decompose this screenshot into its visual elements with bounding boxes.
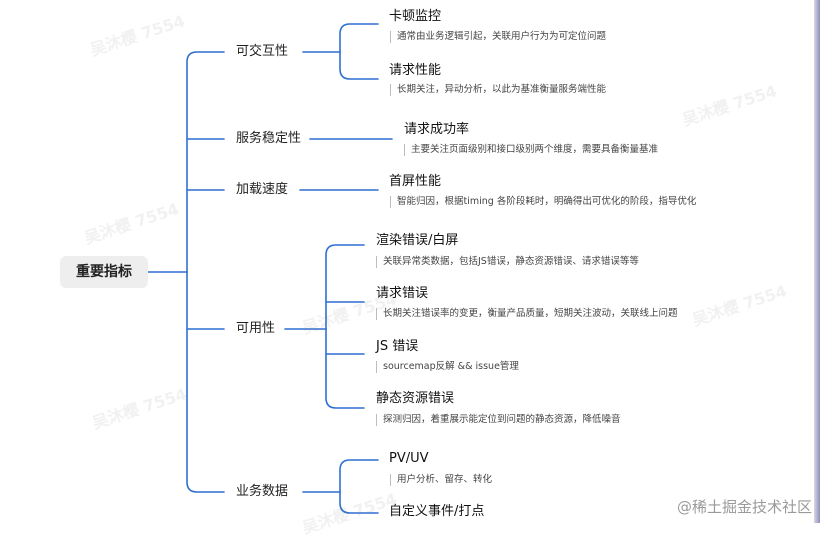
leaf-pv-uv[interactable]: PV/UV (389, 451, 429, 466)
category-load-speed[interactable]: 加载速度 (236, 182, 289, 197)
source-credit: @稀土掘金技术社区 (676, 498, 812, 516)
category-availability[interactable]: 可用性 (236, 321, 276, 336)
category-stability[interactable]: 服务稳定性 (236, 131, 302, 146)
root-node[interactable]: 重要指标 (60, 256, 148, 288)
leaf-js-error[interactable]: JS 错误 (376, 339, 419, 354)
leaf-custom-events[interactable]: 自定义事件/打点 (389, 504, 485, 519)
window-edge (814, 0, 820, 523)
leaf-note: 关联异常类数据，包括JS错误，静态资源错误、请求错误等等 (376, 256, 639, 268)
category-business-data[interactable]: 业务数据 (236, 484, 289, 499)
leaf-note: 长期关注，异动分析，以此为基准衡量服务端性能 (390, 84, 606, 96)
leaf-request-error[interactable]: 请求错误 (376, 286, 429, 301)
leaf-note: 通常由业务逻辑引起，关联用户行为为可定位问题 (390, 31, 606, 43)
leaf-request-performance[interactable]: 请求性能 (389, 63, 442, 78)
leaf-request-success-rate[interactable]: 请求成功率 (404, 122, 470, 137)
leaf-note: 长期关注错误率的变更，衡量产品质量，短期关注波动，关联线上问题 (376, 308, 678, 320)
leaf-static-resource-error[interactable]: 静态资源错误 (376, 391, 455, 406)
leaf-render-error[interactable]: 渲染错误/白屏 (376, 233, 459, 248)
leaf-note: 主要关注页面级别和接口级别两个维度，需要具备衡量基准 (404, 144, 658, 156)
leaf-jank-monitoring[interactable]: 卡顿监控 (389, 9, 442, 24)
leaf-note: 智能归因，根据timing 各阶段耗时，明确得出可优化的阶段，指导优化 (390, 196, 696, 208)
leaf-first-screen-performance[interactable]: 首屏性能 (389, 174, 442, 189)
leaf-note: 探测归因，着重展示能定位到问题的静态资源，降低噪音 (376, 414, 621, 426)
category-interactivity[interactable]: 可交互性 (236, 44, 289, 59)
leaf-note: sourcemap反解 && issue管理 (376, 361, 519, 373)
leaf-note: 用户分析、留存、转化 (390, 474, 492, 486)
mindmap-connectors (147, 23, 393, 514)
